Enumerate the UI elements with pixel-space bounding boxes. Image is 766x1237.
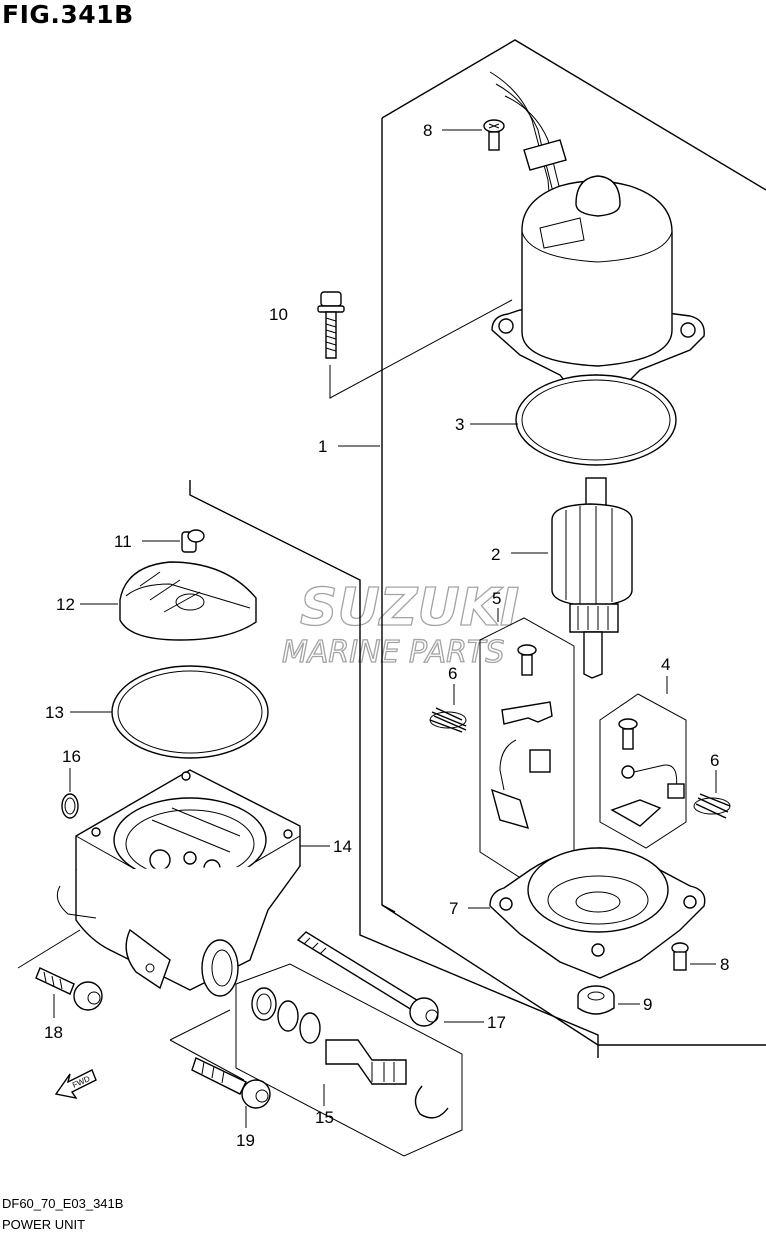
callout-12: 12	[56, 595, 75, 614]
o-ring-3	[470, 374, 677, 466]
grommet-9	[577, 985, 640, 1015]
callout-16: 16	[62, 747, 81, 766]
assembly-outline	[381, 39, 766, 1046]
pump-body-14	[56, 769, 330, 997]
end-frame-7	[468, 847, 706, 979]
callout-numbers: 1 2 3 4 5 6 6 7 8 8 9 10 11 12 13 14 15 …	[44, 121, 729, 1150]
sub-assembly-outline	[189, 480, 599, 1058]
callout-4: 4	[661, 655, 670, 674]
screw-8-top	[442, 119, 505, 151]
callout-8-bottom: 8	[720, 955, 729, 974]
figure-name: POWER UNIT	[2, 1217, 86, 1232]
callout-19: 19	[236, 1131, 255, 1150]
screw-8-bottom	[671, 942, 716, 971]
o-ring-13	[70, 665, 269, 759]
bolt-18	[17, 929, 103, 1018]
callout-17: 17	[487, 1013, 506, 1032]
brush-holder-4	[599, 676, 687, 849]
spring-6-left	[429, 684, 467, 733]
bolt-17	[296, 931, 484, 1027]
callout-11: 11	[114, 532, 132, 551]
fwd-arrow-icon: FWD	[54, 1069, 97, 1100]
watermark: SUZUKI MARINE PARTS	[281, 577, 520, 670]
watermark-line2: MARINE PARTS	[282, 635, 504, 670]
pin-11	[142, 529, 205, 553]
callout-6-right: 6	[710, 751, 719, 770]
callout-2: 2	[491, 545, 500, 564]
valve-kit-15	[235, 963, 463, 1157]
armature-2	[511, 477, 633, 679]
callout-15: 15	[315, 1108, 334, 1127]
callout-5: 5	[492, 589, 501, 608]
callout-14: 14	[333, 837, 352, 856]
callout-6-left: 6	[448, 664, 457, 683]
spring-6-right	[693, 770, 731, 819]
callout-9: 9	[643, 995, 652, 1014]
cover-12	[80, 561, 257, 641]
callout-13: 13	[45, 703, 64, 722]
watermark-line1: SUZUKI	[300, 578, 519, 638]
callout-8-top: 8	[423, 121, 432, 140]
motor-housing	[489, 71, 705, 401]
callout-7: 7	[449, 899, 458, 918]
bolt-19	[169, 1009, 271, 1128]
callout-3: 3	[455, 415, 464, 434]
callout-1: 1	[318, 437, 327, 456]
bolt-10	[317, 291, 513, 399]
callout-18: 18	[44, 1023, 63, 1042]
o-ring-16	[61, 768, 79, 819]
figure-code: DF60_70_E03_341B	[2, 1196, 124, 1211]
figure-title: FIG.341B	[2, 0, 134, 29]
callout-10: 10	[269, 305, 288, 324]
